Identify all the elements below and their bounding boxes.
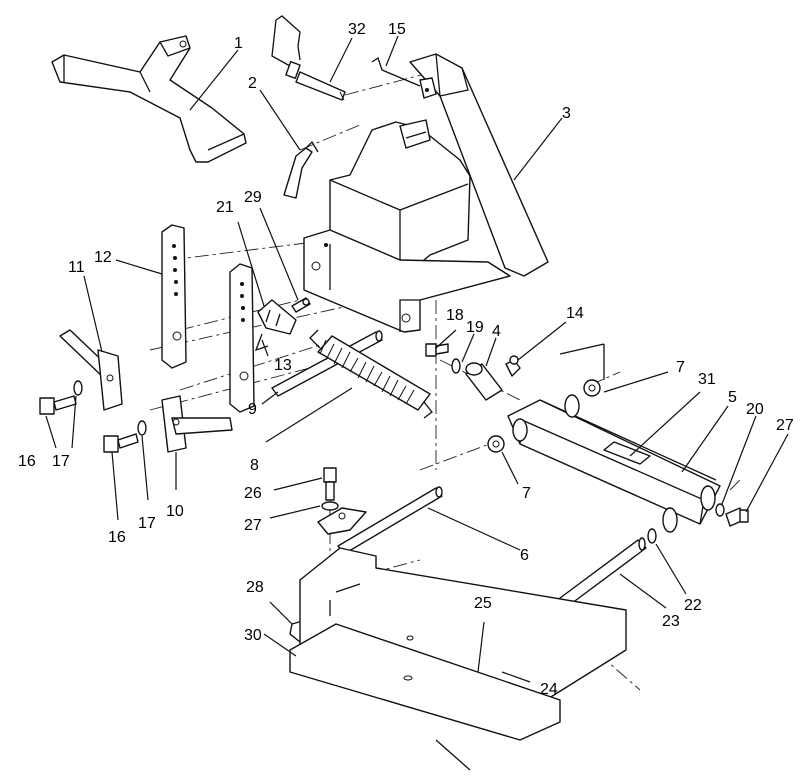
callout-9: 9 xyxy=(248,401,257,418)
part-clip-bracket xyxy=(254,299,297,352)
callout-23: 23 xyxy=(662,613,680,630)
callout-17-left: 17 xyxy=(52,453,70,470)
callout-6: 6 xyxy=(520,547,529,564)
part-bushing-4 xyxy=(465,362,503,401)
callout-30: 30 xyxy=(244,627,262,644)
part-lever xyxy=(283,140,319,199)
part-main-frame xyxy=(303,53,549,333)
callout-18: 18 xyxy=(446,307,464,324)
callout-32: 32 xyxy=(348,21,366,38)
leader-lines xyxy=(45,35,789,683)
part-pin-plate-lower xyxy=(161,395,233,453)
callout-16-left: 16 xyxy=(18,453,36,470)
callout-8: 8 xyxy=(250,457,259,474)
callout-1: 1 xyxy=(234,35,243,52)
part-bolt-lower xyxy=(103,420,147,453)
callout-21: 21 xyxy=(216,199,234,216)
part-bushing-7-lower xyxy=(487,435,505,453)
part-mower-deck xyxy=(289,547,627,771)
callout-7-upper: 7 xyxy=(676,359,685,376)
part-bushing-7-upper xyxy=(583,379,601,397)
callout-17-right: 17 xyxy=(138,515,156,532)
part-pivot-arm xyxy=(507,343,721,533)
part-bolt-18 xyxy=(425,343,449,357)
callout-4: 4 xyxy=(492,323,501,340)
part-bolt-upper xyxy=(39,380,83,415)
callout-14: 14 xyxy=(566,305,584,322)
part-washer-22 xyxy=(647,528,657,544)
callout-13: 13 xyxy=(274,357,292,374)
part-pin-plate-upper xyxy=(59,329,123,411)
callout-31: 31 xyxy=(698,371,716,388)
callout-12: 12 xyxy=(94,249,112,266)
part-small-pin xyxy=(371,56,421,87)
part-shaft xyxy=(317,486,443,555)
part-washer-19 xyxy=(451,358,461,374)
part-washer-27 xyxy=(321,501,339,511)
callout-26: 26 xyxy=(244,485,262,502)
part-hitch-tongue xyxy=(51,35,247,163)
part-bolt-26 xyxy=(323,467,337,501)
callout-29: 29 xyxy=(244,189,262,206)
part-bolt-27-right xyxy=(725,507,749,527)
part-small-bolt xyxy=(291,297,311,313)
callout-5: 5 xyxy=(728,389,737,406)
callout-28: 28 xyxy=(246,579,264,596)
callout-7-lower: 7 xyxy=(522,485,531,502)
callout-25: 25 xyxy=(474,595,492,612)
part-spring xyxy=(309,329,433,419)
callout-24: 24 xyxy=(540,681,558,698)
part-adjustment-bracket-left xyxy=(161,224,187,369)
callout-10: 10 xyxy=(166,503,184,520)
callout-22: 22 xyxy=(684,597,702,614)
callout-labels: 1 2 3 4 5 6 7 7 8 9 10 11 12 13 14 15 16… xyxy=(18,21,794,698)
part-adjustment-bracket-right xyxy=(229,263,255,413)
callout-20: 20 xyxy=(746,401,764,418)
part-washer-20 xyxy=(715,503,725,517)
callout-2: 2 xyxy=(248,75,257,92)
part-grease-fitting-14 xyxy=(505,355,521,377)
callout-27-right: 27 xyxy=(776,417,794,434)
callout-3: 3 xyxy=(562,105,571,122)
callout-27-left: 27 xyxy=(244,517,262,534)
part-hitch-pin xyxy=(271,15,346,101)
callout-11: 11 xyxy=(68,259,85,276)
callout-16-right: 16 xyxy=(108,529,126,546)
callout-19: 19 xyxy=(466,319,484,336)
callout-15: 15 xyxy=(388,21,406,38)
